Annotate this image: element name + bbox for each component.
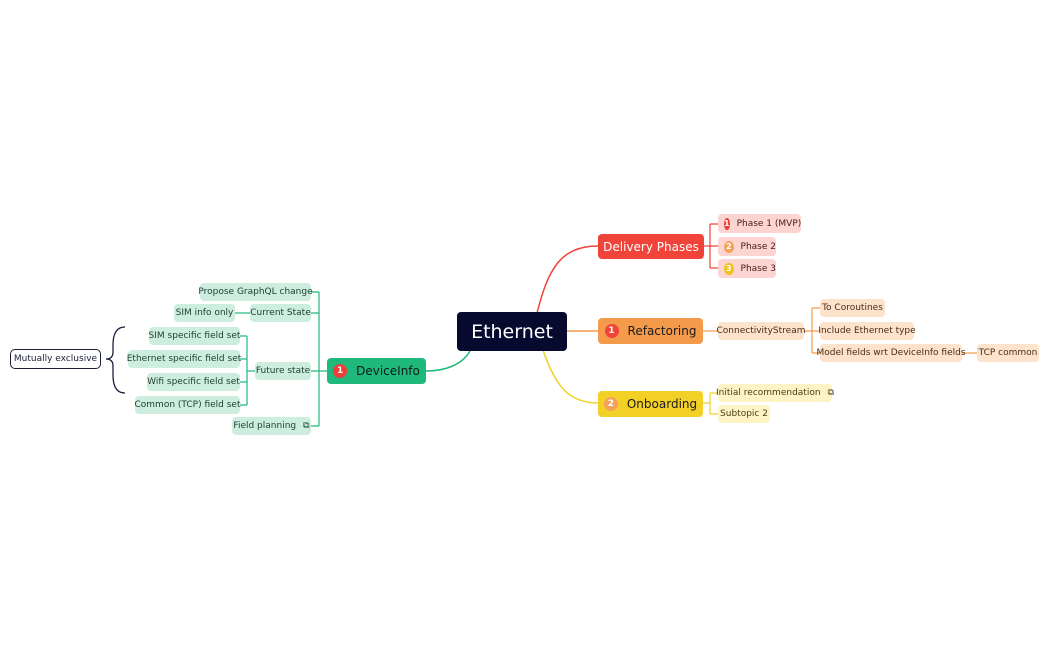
onboarding-label: Onboarding bbox=[626, 397, 698, 411]
include-ethernet-label: Include Ethernet type bbox=[818, 326, 916, 336]
propose-graphql-label: Propose GraphQL change bbox=[198, 287, 313, 297]
model-fields-label: Model fields wrt DeviceInfo fields bbox=[816, 348, 966, 358]
connector-deviceinfo bbox=[425, 350, 471, 372]
common-tcp-label: Common (TCP) field set bbox=[134, 400, 241, 410]
subtopic-2[interactable]: Subtopic 2 bbox=[718, 405, 770, 423]
deviceinfo-label: DeviceInfo bbox=[356, 364, 420, 378]
subtopic-phase-3[interactable]: 3 Phase 3 bbox=[718, 259, 776, 278]
priority-1-icon: 1 bbox=[604, 324, 619, 338]
connector-delivery-children bbox=[704, 223, 718, 269]
subtopic-sim-specific[interactable]: SIM specific field set bbox=[149, 327, 240, 345]
external-link-icon[interactable]: ⧉ bbox=[303, 421, 310, 431]
connector-deviceinfo-children bbox=[311, 291, 327, 427]
topic-onboarding[interactable]: 2 Onboarding bbox=[598, 391, 703, 417]
boundary-label: Mutually exclusive bbox=[13, 354, 98, 364]
refactoring-label: Refactoring bbox=[627, 324, 697, 338]
subtopic-to-coroutines[interactable]: To Coroutines bbox=[820, 299, 885, 317]
connector-onboarding bbox=[542, 349, 599, 404]
tcp-common-label: TCP common bbox=[978, 348, 1038, 358]
phase-1-label: Phase 1 (MVP) bbox=[736, 218, 802, 229]
initial-recommendation-label: Initial recommendation bbox=[716, 388, 821, 398]
connector-delivery bbox=[536, 245, 599, 314]
connector-stream-children bbox=[804, 307, 820, 354]
connector-future-children bbox=[240, 335, 255, 406]
phase-2-label: Phase 2 bbox=[740, 241, 776, 252]
field-planning-label: Field planning bbox=[233, 421, 297, 431]
connectivity-stream-label: ConnectivityStream bbox=[716, 326, 806, 336]
subtopic-future-state[interactable]: Future state bbox=[255, 362, 311, 380]
current-state-label: Current State bbox=[250, 308, 311, 318]
subtopic-2-label: Subtopic 2 bbox=[720, 409, 768, 419]
subtopic-field-planning[interactable]: Field planning ⧉ bbox=[232, 417, 311, 435]
topic-deviceinfo[interactable]: 1 DeviceInfo bbox=[327, 358, 426, 384]
priority-1-icon: 1 bbox=[724, 217, 730, 230]
root-topic[interactable]: Ethernet bbox=[457, 312, 567, 351]
subtopic-phase-2[interactable]: 2 Phase 2 bbox=[718, 237, 776, 256]
boundary-mutually-exclusive[interactable]: Mutually exclusive bbox=[10, 349, 101, 369]
topic-refactoring[interactable]: 1 Refactoring bbox=[598, 318, 703, 344]
subtopic-propose-graphql[interactable]: Propose GraphQL change bbox=[198, 283, 313, 301]
boundary-bracket bbox=[105, 326, 126, 394]
connector-onboarding-children bbox=[703, 392, 718, 415]
to-coroutines-label: To Coroutines bbox=[822, 303, 883, 313]
subtopic-initial-recommendation[interactable]: Initial recommendation ⧉ bbox=[716, 384, 834, 402]
sim-specific-label: SIM specific field set bbox=[148, 331, 241, 341]
subtopic-wifi-specific[interactable]: Wifi specific field set bbox=[147, 373, 240, 391]
future-state-label: Future state bbox=[255, 366, 311, 376]
delivery-label: Delivery Phases bbox=[603, 239, 699, 254]
phase-3-label: Phase 3 bbox=[740, 263, 776, 274]
subtopic-tcp-common[interactable]: TCP common bbox=[977, 344, 1039, 362]
subtopic-common-tcp[interactable]: Common (TCP) field set bbox=[134, 396, 241, 414]
sim-info-label: SIM info only bbox=[175, 308, 234, 318]
subtopic-connectivity-stream[interactable]: ConnectivityStream bbox=[716, 322, 806, 340]
priority-2-icon: 2 bbox=[724, 240, 734, 253]
root-label: Ethernet bbox=[471, 320, 553, 343]
subtopic-sim-info-only[interactable]: SIM info only bbox=[174, 304, 235, 322]
external-link-icon[interactable]: ⧉ bbox=[827, 388, 834, 398]
priority-3-icon: 3 bbox=[724, 262, 734, 275]
priority-1-icon: 1 bbox=[333, 364, 348, 378]
wifi-specific-label: Wifi specific field set bbox=[147, 377, 240, 387]
priority-2-icon: 2 bbox=[603, 397, 618, 411]
subtopic-current-state[interactable]: Current State bbox=[250, 304, 311, 322]
subtopic-model-fields[interactable]: Model fields wrt DeviceInfo fields bbox=[816, 344, 966, 362]
subtopic-include-ethernet-type[interactable]: Include Ethernet type bbox=[818, 322, 916, 340]
ethernet-specific-label: Ethernet specific field set bbox=[126, 354, 242, 364]
subtopic-ethernet-specific[interactable]: Ethernet specific field set bbox=[126, 350, 242, 368]
topic-delivery-phases[interactable]: Delivery Phases bbox=[598, 234, 704, 259]
subtopic-phase-1[interactable]: 1 Phase 1 (MVP) bbox=[718, 214, 801, 233]
